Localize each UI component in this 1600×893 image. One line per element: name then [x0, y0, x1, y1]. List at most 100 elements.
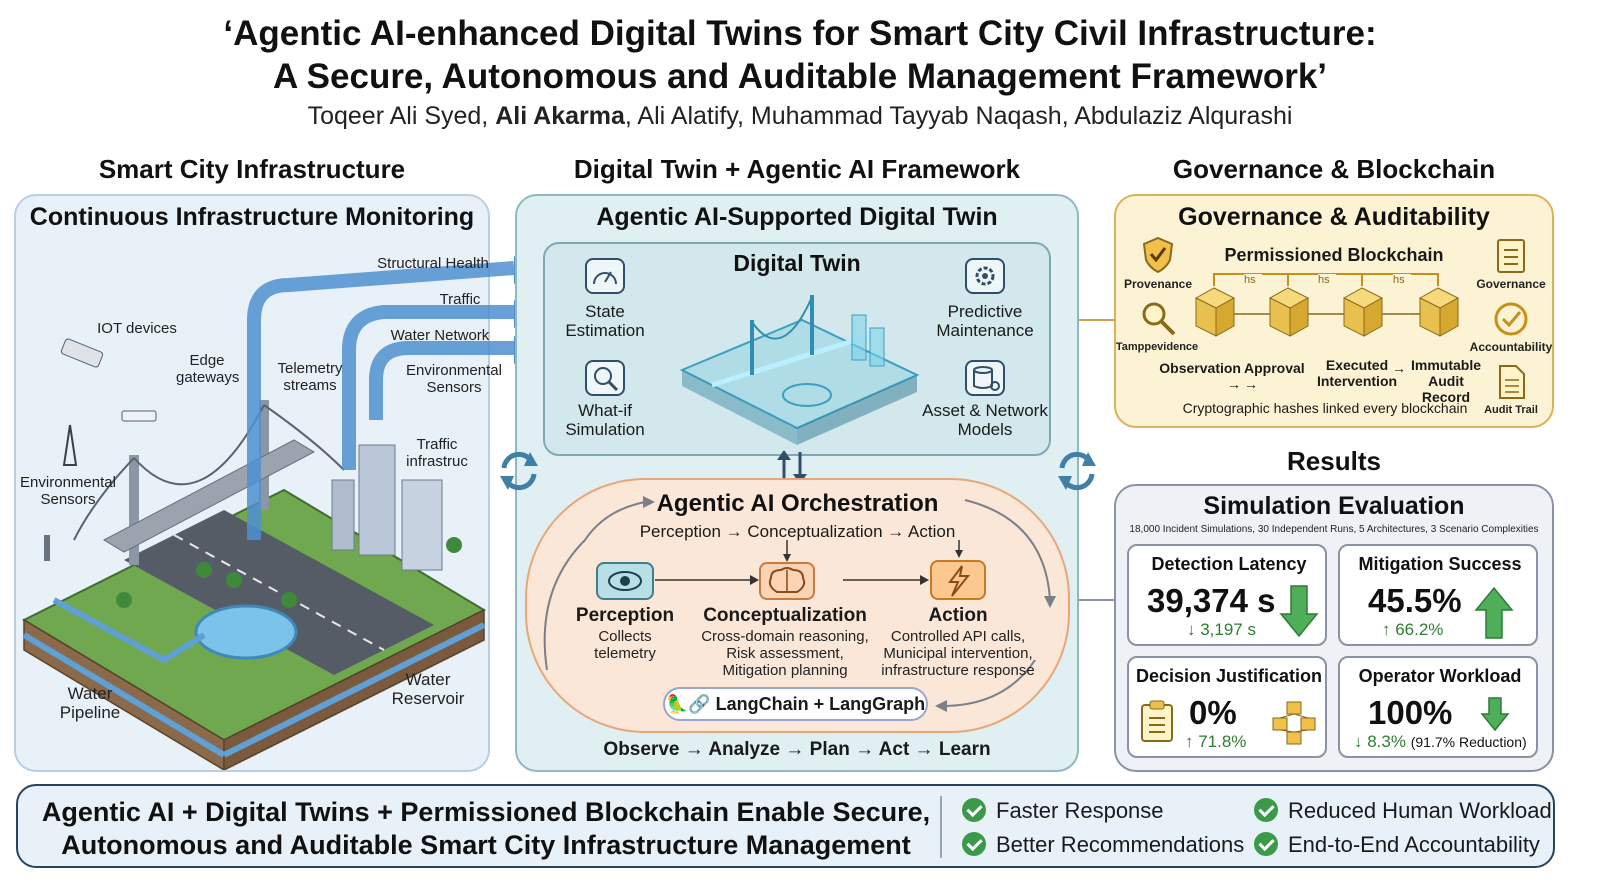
stream-traffic: [342, 305, 514, 470]
provenance-label: Provenance: [1123, 277, 1193, 291]
orchestration-title: Agentic AI Orchestration: [656, 490, 939, 517]
conceptualization-title: Conceptualization: [703, 605, 867, 626]
label-water-reservoir: Water Reservoir: [391, 670, 465, 708]
brain-icon: [759, 562, 815, 600]
stat-card-operator-workload: Operator Workload 100% ↓ 8.3% (91.7% Red…: [1338, 656, 1538, 758]
section-heading-framework: Digital Twin + Agentic AI Framework: [573, 154, 1021, 184]
conceptualization-desc: Cross-domain reasoning, Risk assessment,…: [701, 628, 869, 679]
flow-executed-intervention: Executed Intervention: [1316, 357, 1398, 389]
camera-shape: [60, 338, 104, 368]
flow-observation: Observation →: [1159, 360, 1241, 392]
shield-icon: [1142, 236, 1174, 274]
flow-approval: Approval →: [1244, 360, 1305, 392]
check-icon: [1254, 832, 1278, 856]
perception-title: Perception: [575, 605, 675, 626]
block-cube-4: [1418, 287, 1460, 337]
cycle-icon-left: [500, 451, 538, 491]
block-cube-2: [1268, 287, 1310, 337]
accountability-check-icon: [1494, 302, 1528, 336]
infrastructure-panel-title: Continuous Infrastructure Monitoring: [29, 203, 475, 231]
hash-label-1: hs: [1244, 274, 1262, 286]
database-gear-icon: [965, 360, 1005, 396]
holographic-twin-illustration: [679, 295, 920, 445]
bridge-tower-1: [129, 455, 139, 565]
state-estimation-label: State Estimation: [565, 302, 645, 340]
author-highlight: Ali Akarma: [495, 102, 625, 130]
magnifier-icon: [1142, 302, 1176, 336]
stream-water: [369, 341, 514, 420]
label-water-pipeline: Water Pipeline: [59, 684, 121, 722]
stat-card-detection-latency: Detection Latency 39,374 s ↓ 3,197 s: [1127, 544, 1327, 646]
stat-card-mitigation-success: Mitigation Success 45.5% ↑ 66.2%: [1338, 544, 1538, 646]
benefit-better-recommendations: Better Recommendations: [996, 832, 1245, 857]
stat-change-value: ↓ 8.3%: [1354, 732, 1406, 751]
conclusion-text: Agentic AI + Digital Twins + Permissione…: [36, 796, 936, 862]
governance-panel-title: Governance & Auditability: [1178, 203, 1490, 231]
router-shape: [121, 410, 157, 422]
predictive-maintenance-label: Predictive Maintenance: [936, 302, 1034, 340]
road: [124, 510, 434, 675]
label-environmental-sensors-left: Environmental Sensors: [20, 474, 116, 508]
section-heading-infrastructure: Smart City Infrastructure: [98, 154, 406, 184]
smart-city-illustration: [21, 256, 539, 770]
orchestration-flow-arrows: [543, 496, 1056, 712]
divider: [940, 796, 942, 858]
author-list: Toqeer Ali Syed, Ali Akarma, Ali Alatify…: [0, 102, 1600, 131]
antenna-tower-shape: [62, 424, 78, 466]
arrow-down-icon: [1279, 585, 1319, 638]
stat-value: 45.5%: [1368, 582, 1462, 619]
hash-label-3: hs: [1393, 274, 1411, 286]
title-line-2: A Secure, Autonomous and Auditable Manag…: [272, 57, 1328, 96]
checklist-icon: [1497, 239, 1525, 273]
results-subtitle: 18,000 Incident Simulations, 30 Independ…: [1129, 524, 1539, 535]
framework-panel-title: Agentic AI-Supported Digital Twin: [596, 203, 998, 231]
connector-lines: [1079, 319, 1115, 601]
agent-loop-caption: Observe → Analyze → Plan → Act → Learn: [603, 739, 991, 760]
langchain-badge: 🦜🔗 LangChain + LangGraph: [663, 687, 928, 721]
label-environmental-sensors-right: Environmental Sensors: [406, 362, 502, 396]
clipboard-icon: [1141, 700, 1173, 742]
label-telemetry-streams: Telemetry streams: [277, 360, 343, 394]
check-icon: [962, 798, 986, 822]
perception-desc: Collects telemetry: [594, 628, 656, 662]
author-plain: Toqeer Ali Syed,: [307, 102, 496, 130]
section-heading-governance: Governance & Blockchain: [1172, 154, 1496, 184]
benefit-reduced-workload: Reduced Human Workload: [1288, 798, 1552, 823]
arrow-up-icon: [1474, 586, 1514, 639]
label-edge-gateways: Edge gateways: [176, 352, 240, 386]
building-2: [401, 479, 443, 571]
asset-models-label: Asset & Network Models: [922, 401, 1048, 439]
building-1: [358, 444, 396, 556]
benefit-accountability: End-to-End Accountability: [1288, 832, 1540, 857]
gear-icon: [965, 258, 1005, 294]
governance-panel: [1114, 194, 1554, 428]
check-icon: [1254, 798, 1278, 822]
stat-title: Decision Justification: [1135, 666, 1323, 686]
label-iot-devices: IOT devices: [97, 320, 177, 337]
stat-value: 39,374 s: [1147, 582, 1276, 619]
label-traffic: Traffic: [439, 291, 481, 308]
check-icon: [962, 832, 986, 856]
author-rest: , Ali Alatify, Muhammad Tayyab Naqash, A…: [624, 102, 1293, 130]
arrow-down-small-icon: [1480, 697, 1510, 732]
stream-structural: [247, 261, 515, 540]
document-icon: [1499, 365, 1525, 399]
action-desc: Controlled API calls, Municipal interven…: [881, 628, 1035, 679]
tamper-evidence-label: Tamppevidence: [1115, 341, 1199, 353]
stat-value: 0%: [1189, 694, 1237, 731]
stat-value: 100%: [1368, 694, 1453, 731]
building-3: [331, 479, 355, 551]
action-title: Action: [928, 605, 988, 626]
title-line-1: ‘Agentic AI-enhanced Digital Twins for S…: [223, 14, 1377, 53]
label-traffic-infrastruc: Traffic infrastruc: [406, 436, 468, 470]
blockchain-title: Permissioned Blockchain: [1224, 245, 1444, 265]
pipe-layer: [22, 632, 226, 758]
conclusion-banner: Agentic AI + Digital Twins + Permissione…: [16, 784, 1555, 868]
eye-icon: [596, 562, 654, 600]
flow-immutable-record: Immutable Audit Record: [1410, 357, 1481, 405]
stat-change: ↓ 3,197 s: [1187, 620, 1256, 639]
reservoir-shape: [194, 604, 298, 660]
label-water-network: Water Network: [390, 327, 490, 344]
digital-twin-title: Digital Twin: [733, 250, 861, 276]
water-pipe-shape: [52, 597, 206, 664]
